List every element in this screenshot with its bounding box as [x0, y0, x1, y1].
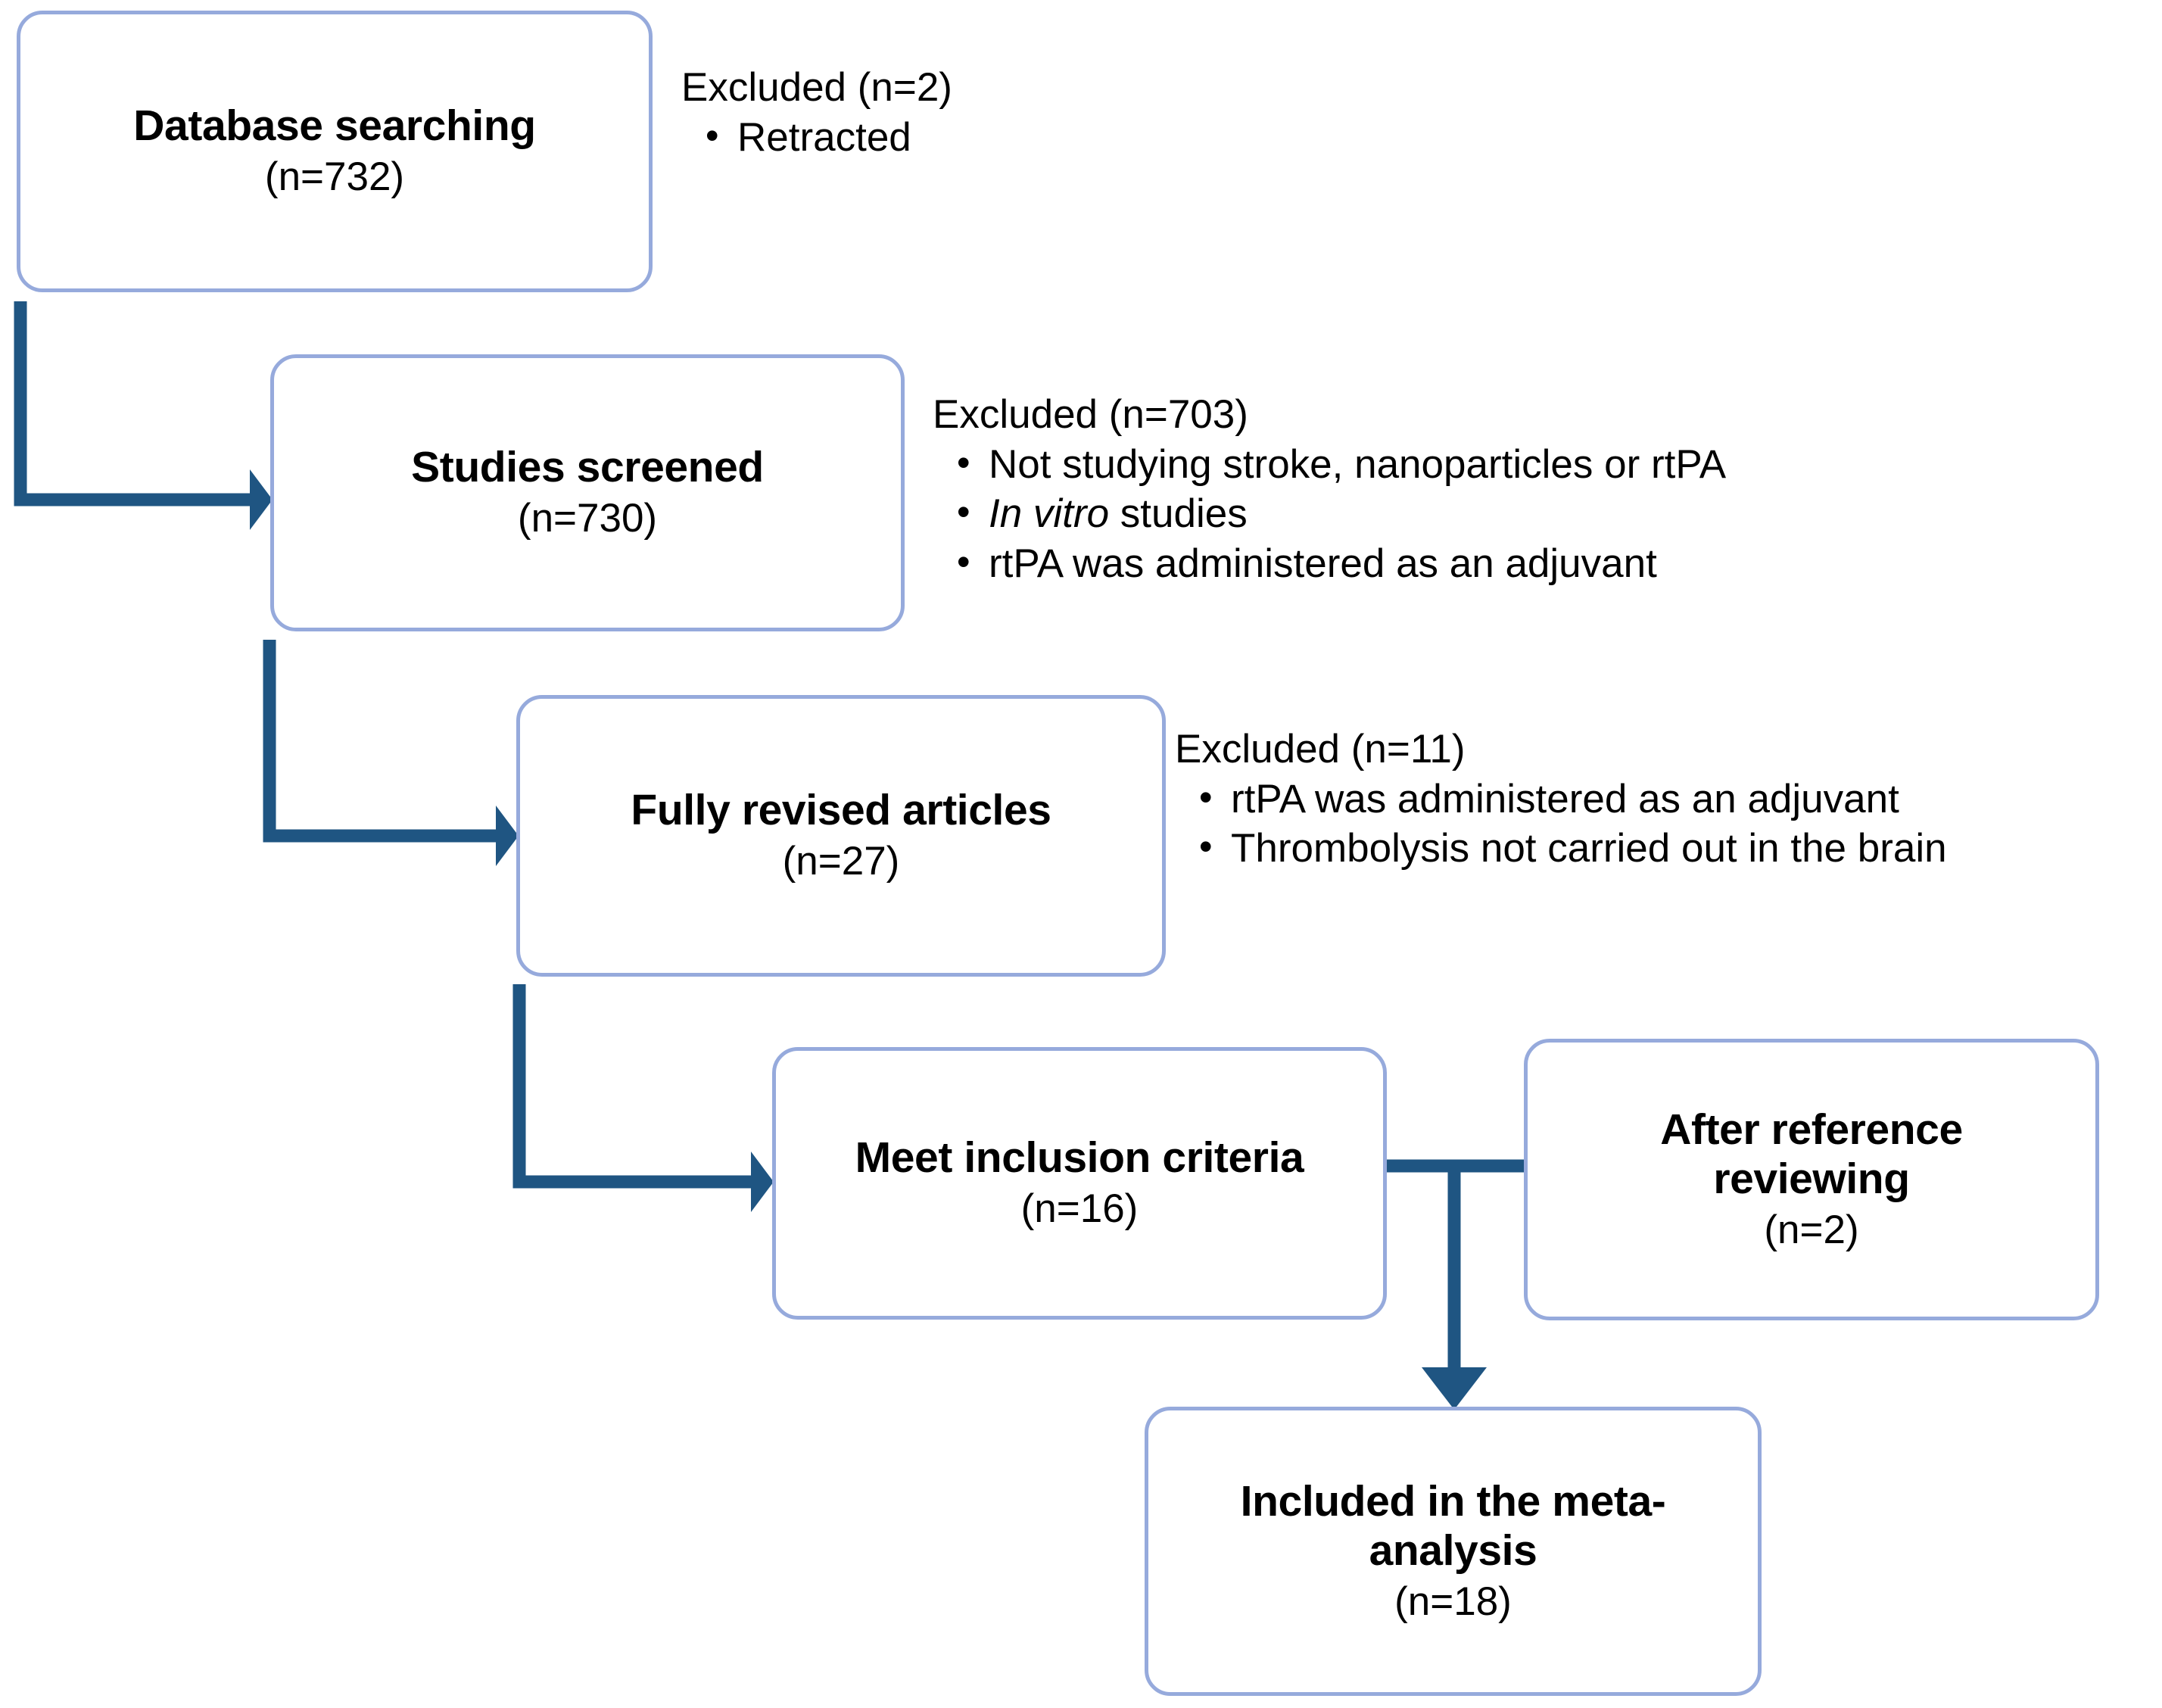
box-after-reference-reviewing-count: (n=2)	[1764, 1207, 1859, 1252]
box-database-searching-count: (n=732)	[264, 154, 405, 200]
exclusion-note-3-heading: Excluded (n=11)	[1175, 727, 1466, 771]
exclusion-reason-text: studies	[1120, 491, 1248, 537]
exclusion-reason-text: Retracted	[737, 114, 911, 160]
exclusion-reason-text: Not studying stroke, nanoparticles or rt…	[989, 441, 1727, 487]
box-included-in-meta-analysis-title: Included in the meta- analysis	[1240, 1476, 1666, 1575]
box-database-searching-title: Database searching	[133, 101, 536, 151]
exclusion-reason: Thrombolysis not carried out in the brai…	[1199, 824, 1947, 873]
exclusion-note-3: Excluded (n=11) rtPA was administered as…	[1175, 725, 1947, 874]
exclusion-reason-text: rtPA was administered as an adjuvant	[1231, 776, 1899, 821]
box-after-reference-reviewing[interactable]: After reference reviewing (n=2)	[1524, 1039, 2099, 1320]
exclusion-note-2: Excluded (n=703) Not studying stroke, na…	[933, 391, 1726, 589]
box-meet-inclusion-criteria-title: Meet inclusion criteria	[855, 1133, 1304, 1183]
exclusion-reason: In vitro studies	[957, 489, 1726, 538]
box-meet-inclusion-criteria-count: (n=16)	[1020, 1186, 1139, 1232]
exclusion-note-2-heading: Excluded (n=703)	[933, 392, 1248, 437]
exclusion-reason: rtPA was administered as an adjuvant	[1199, 775, 1947, 824]
box-studies-screened-title: Studies screened	[411, 443, 764, 492]
box-after-reference-reviewing-title: After reference reviewing	[1660, 1105, 1963, 1203]
exclusion-reason: Retracted	[706, 113, 952, 162]
connector-database-to-screened	[14, 301, 273, 530]
exclusion-reason-italic-prefix: In vitro	[989, 491, 1110, 537]
exclusion-reason-text: Thrombolysis not carried out in the brai…	[1231, 826, 1947, 871]
connector-revised-to-inclusion	[512, 984, 774, 1212]
exclusion-note-1-reason-list: Retracted	[681, 113, 952, 162]
exclusion-reason: rtPA was administered as an adjuvant	[957, 539, 1726, 588]
exclusion-reason-text: rtPA was administered as an adjuvant	[989, 541, 1657, 586]
exclusion-note-1-heading: Excluded (n=2)	[681, 65, 952, 110]
box-fully-revised-articles-count: (n=27)	[782, 839, 900, 884]
box-meet-inclusion-criteria[interactable]: Meet inclusion criteria (n=16)	[772, 1047, 1387, 1320]
exclusion-note-3-reason-list: rtPA was administered as an adjuvant Thr…	[1175, 775, 1947, 873]
box-studies-screened[interactable]: Studies screened (n=730)	[270, 354, 905, 631]
box-included-in-meta-analysis-count: (n=18)	[1394, 1579, 1512, 1624]
connector-screened-to-revised	[263, 640, 519, 866]
connector-merge-to-included	[1384, 1159, 1526, 1410]
box-included-in-meta-analysis[interactable]: Included in the meta- analysis (n=18)	[1145, 1407, 1762, 1696]
box-fully-revised-articles-title: Fully revised articles	[631, 786, 1051, 835]
box-fully-revised-articles[interactable]: Fully revised articles (n=27)	[516, 695, 1166, 977]
exclusion-reason: Not studying stroke, nanoparticles or rt…	[957, 440, 1727, 489]
exclusion-note-2-reason-list: Not studying stroke, nanoparticles or rt…	[933, 440, 1727, 588]
exclusion-note-1: Excluded (n=2) Retracted	[681, 64, 952, 163]
box-studies-screened-count: (n=730)	[517, 496, 658, 541]
box-database-searching[interactable]: Database searching (n=732)	[17, 11, 653, 292]
